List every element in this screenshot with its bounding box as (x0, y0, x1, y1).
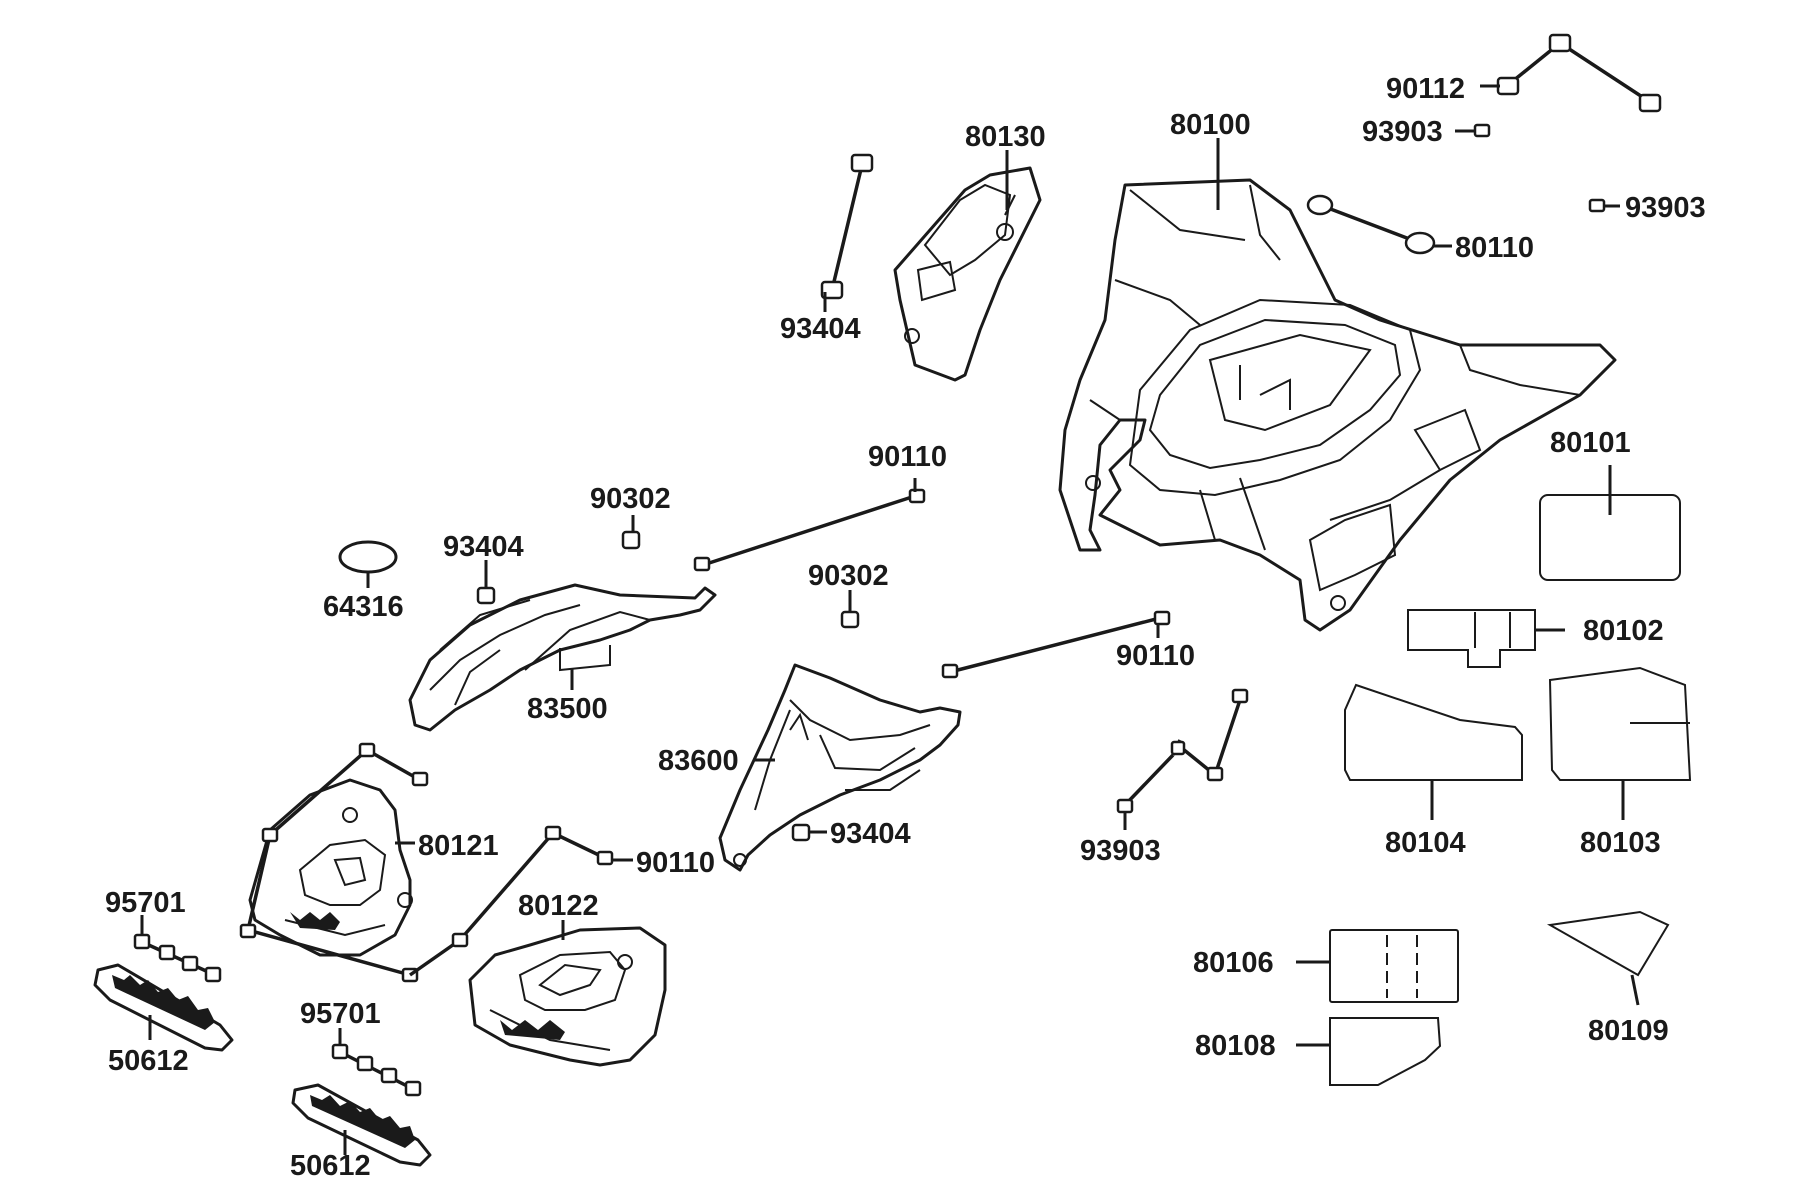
step-plate-50612-lower (291, 1083, 432, 1167)
label-80106: 80106 (1193, 947, 1274, 979)
label-90110-upper: 90110 (868, 441, 947, 473)
label-80100: 80100 (1170, 109, 1251, 141)
label-90302-lower: 90302 (808, 560, 889, 592)
label-80109: 80109 (1588, 1015, 1669, 1047)
label-83600: 83600 (658, 745, 739, 777)
label-64316: 64316 (323, 591, 404, 623)
label-50612-lower: 50612 (290, 1150, 371, 1182)
label-93404-upper: 93404 (780, 313, 861, 345)
screw-93903-upper (1473, 123, 1491, 138)
cap-64316 (338, 540, 398, 574)
rear-fender-80100 (1058, 178, 1617, 632)
bolt-row-95701-lower (331, 1043, 422, 1097)
footrest-80122 (468, 926, 667, 1067)
sticker-80106 (1296, 929, 1459, 1003)
label-93404-middle: 93404 (443, 531, 524, 563)
label-90110-middle: 90110 (1116, 640, 1195, 672)
screw-set-90110-middle (941, 610, 1171, 679)
label-80121: 80121 (418, 830, 499, 862)
label-50612-upper: 50612 (108, 1045, 189, 1077)
grommet-pair-80110 (1306, 194, 1436, 255)
sticker-80102 (1407, 609, 1565, 668)
bolt-93404-middle (476, 560, 496, 605)
step-plate-50612-upper (93, 963, 234, 1052)
label-90302-upper: 90302 (590, 483, 671, 515)
bolt-90302-lower (840, 590, 860, 629)
screw-93903-right (1588, 198, 1606, 213)
label-80102: 80102 (1583, 615, 1664, 647)
sticker-80104 (1344, 683, 1523, 820)
side-cover-83500 (408, 583, 717, 732)
sticker-80103 (1548, 666, 1692, 820)
screw-set-90110-lower (408, 825, 614, 977)
label-93903-upper: 93903 (1362, 116, 1443, 148)
label-93903-lower: 93903 (1080, 835, 1161, 867)
label-80122: 80122 (518, 890, 599, 922)
label-95701-lower: 95701 (300, 998, 381, 1030)
bolt-row-95701-upper (133, 933, 222, 983)
bracket-80130 (893, 166, 1042, 382)
label-90110-lower: 90110 (636, 847, 715, 879)
bolt-set-90112 (1496, 33, 1662, 113)
bolt-pair-93404-upper (820, 153, 874, 300)
screw-set-80121 (239, 742, 429, 983)
label-93404-lower: 93404 (830, 818, 911, 850)
label-80130: 80130 (965, 121, 1046, 153)
label-93903-right: 93903 (1625, 192, 1706, 224)
label-80103: 80103 (1580, 827, 1661, 859)
label-80110: 80110 (1455, 232, 1534, 264)
bolt-93404-lower (791, 823, 827, 842)
label-95701-upper: 95701 (105, 887, 186, 919)
label-83500: 83500 (527, 693, 608, 725)
sticker-80108 (1296, 1017, 1442, 1086)
sticker-80101 (1539, 465, 1681, 581)
label-80104: 80104 (1385, 827, 1466, 859)
label-90112: 90112 (1386, 73, 1465, 105)
screw-set-93903-lower (1116, 688, 1249, 814)
screw-set-90110-upper (693, 488, 926, 572)
sticker-80109 (1546, 910, 1670, 1006)
footrest-80121 (248, 778, 413, 957)
label-80101: 80101 (1550, 427, 1631, 459)
bolt-90302-upper (621, 515, 641, 550)
label-80108: 80108 (1195, 1030, 1276, 1062)
